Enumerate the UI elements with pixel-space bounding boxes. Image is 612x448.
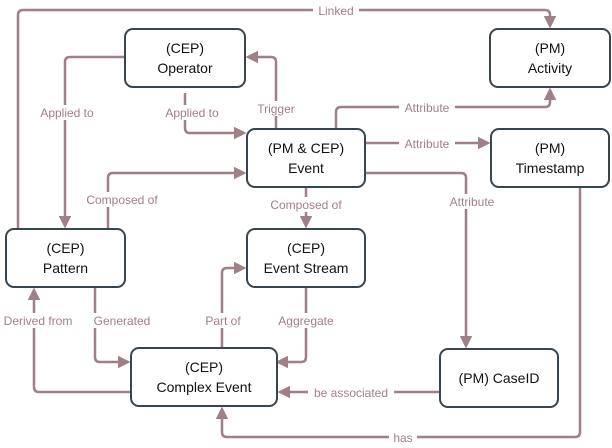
- node-cep-complex-event-line2: Complex Event: [156, 379, 252, 395]
- edge-label-aggregate: Aggregate: [278, 314, 334, 328]
- node-cep-operator-line2: Operator: [157, 60, 213, 76]
- edge-label-be-associated: be associated: [314, 386, 388, 400]
- node-cep-complex-event[interactable]: (CEP) Complex Event: [130, 347, 278, 407]
- node-cep-complex-event-line1: (CEP): [184, 359, 224, 375]
- node-cep-pattern-line1: (CEP): [46, 240, 85, 256]
- node-pm-cep-event-line1: (PM & CEP): [267, 140, 345, 156]
- node-pm-activity[interactable]: (PM) Activity: [489, 28, 611, 88]
- node-pm-activity-line2: Activity: [527, 60, 573, 76]
- edge-label-applied-to-pattern: Applied to: [40, 106, 94, 120]
- edge-part-of: [220, 261, 247, 347]
- node-pm-activity-line1: (PM): [534, 40, 566, 56]
- edge-label-attribute-timestamp: Attribute: [405, 137, 450, 151]
- node-cep-pattern[interactable]: (CEP) Pattern: [5, 228, 126, 288]
- node-cep-event-stream-line2: Event Stream: [263, 260, 349, 276]
- edge-derived-from: [27, 287, 130, 394]
- node-pm-caseid[interactable]: (PM) CaseID: [439, 348, 559, 408]
- node-pm-caseid-label: (PM) CaseID: [458, 370, 540, 386]
- edge-attribute-caseid: [366, 171, 473, 349]
- node-cep-operator-line1: (CEP): [165, 40, 205, 56]
- edge-aggregate: [275, 288, 308, 369]
- node-cep-event-stream-line1: (CEP): [286, 240, 326, 256]
- node-pm-cep-event-line2: Event: [288, 160, 324, 176]
- edge-label-composed-of-pattern: Composed of: [86, 193, 158, 207]
- edge-label-attribute-activity: Attribute: [405, 101, 450, 115]
- edge-label-attribute-caseid: Attribute: [450, 195, 495, 209]
- edge-label-derived-from: Derived from: [4, 314, 73, 328]
- edge-linked: [16, 8, 557, 228]
- edge-applied-to-event: [183, 93, 247, 140]
- edge-label-trigger: Trigger: [257, 102, 295, 116]
- node-cep-event-stream[interactable]: (CEP) Event Stream: [246, 228, 366, 288]
- edge-label-has: has: [393, 431, 412, 445]
- node-pm-timestamp[interactable]: (PM) Timestamp: [490, 128, 610, 188]
- edge-composed-of-pattern: [106, 166, 247, 228]
- edge-applied-to-pattern: [58, 55, 124, 229]
- edge-label-part-of: Part of: [205, 314, 241, 328]
- edge-trigger: [245, 50, 278, 128]
- node-pm-cep-event[interactable]: (PM & CEP) Event: [246, 128, 366, 188]
- edge-label-generated: Generated: [94, 314, 151, 328]
- edge-label-composed-of-stream: Composed of: [270, 198, 342, 212]
- edge-label-linked: Linked: [318, 4, 353, 18]
- node-cep-pattern-line2: Pattern: [42, 260, 89, 276]
- node-pm-timestamp-line1: (PM): [534, 140, 566, 156]
- node-cep-operator[interactable]: (CEP) Operator: [124, 28, 246, 88]
- edge-label-applied-to-event: Applied to: [165, 106, 219, 120]
- node-pm-timestamp-line2: Timestamp: [515, 160, 585, 176]
- edge-generated: [93, 288, 131, 369]
